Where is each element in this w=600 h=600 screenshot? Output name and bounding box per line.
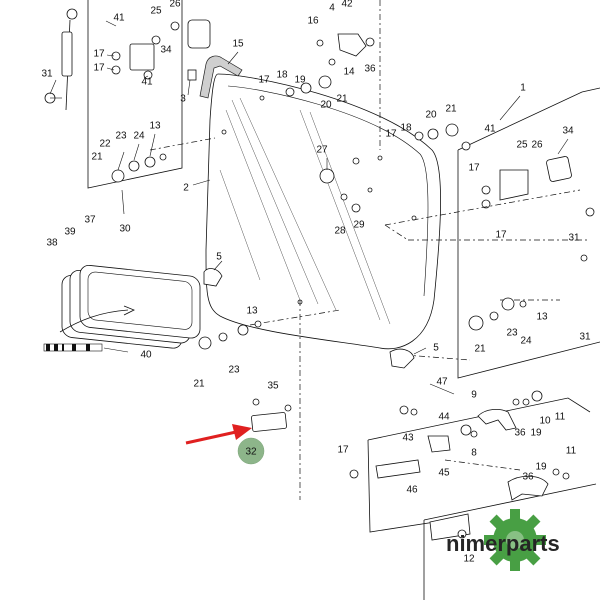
callout-label: 43 (402, 433, 414, 444)
callout-label: 11 (566, 446, 577, 457)
callout-label: 31 (41, 69, 53, 80)
callout-label: 12 (463, 554, 475, 565)
callout-label: 23 (115, 131, 127, 142)
callout-label: 31 (568, 233, 580, 244)
callout-label: 17 (468, 163, 480, 174)
callout-label: 39 (64, 227, 76, 238)
callout-label: 21 (91, 152, 103, 163)
callout-label: 23 (506, 328, 518, 339)
callout-label: 40 (140, 350, 152, 361)
callout-label: 42 (341, 0, 353, 10)
callout-label: 44 (438, 412, 450, 423)
callout-label: 19 (535, 462, 547, 473)
callout-label: 15 (232, 39, 244, 50)
leader-lines (49, 20, 569, 395)
callout-label: 5 (216, 252, 222, 263)
callout-label: 19 (530, 428, 542, 439)
callout-label: 25 (516, 140, 528, 151)
frame-lower-right (423, 483, 597, 600)
callout-label: 23 (228, 365, 240, 376)
rear-window-assembly (59, 265, 201, 349)
callout-label: 10 (539, 416, 551, 427)
callout-label: 35 (267, 381, 279, 392)
frame-right-door (457, 87, 600, 379)
callout-label: 30 (119, 224, 131, 235)
small-parts (111, 19, 595, 541)
callout-label: 41 (484, 124, 496, 135)
callout-label: 46 (406, 485, 418, 496)
callout-label: 26 (169, 0, 181, 10)
callout-label: 17 (385, 129, 397, 140)
callout-32: 32 (245, 447, 257, 458)
frame-lower-latch (367, 397, 591, 533)
callout-label: 8 (471, 448, 477, 459)
callout-label: 9 (471, 390, 477, 401)
callout-label: 47 (436, 377, 448, 388)
callout-label: 13 (536, 312, 548, 323)
callout-label: 2 (183, 183, 189, 194)
callout-label: 13 (246, 306, 258, 317)
guide-lines (149, 0, 590, 500)
callout-label: 16 (307, 16, 319, 27)
scale-strip (43, 343, 129, 353)
callout-label: 24 (133, 131, 145, 142)
callout-label: 34 (160, 45, 172, 56)
callout-label: 38 (46, 238, 58, 249)
callout-label: 41 (141, 77, 153, 88)
callout-label: 37 (84, 215, 96, 226)
callout-label: 22 (99, 139, 111, 150)
callout-label: 36 (364, 64, 376, 75)
callout-label: 29 (353, 220, 365, 231)
callout-label: 17 (495, 230, 507, 241)
callout-label: 21 (474, 344, 486, 355)
callout-label: 21 (336, 94, 348, 105)
callout-label: 41 (113, 13, 125, 24)
callout-label: 21 (445, 104, 457, 115)
callout-label: 17 (93, 49, 105, 60)
seal-strip (199, 55, 243, 99)
callout-label: 36 (514, 428, 526, 439)
gear-icon (484, 509, 546, 571)
callout-label: 17 (337, 445, 349, 456)
callout-label: 26 (531, 140, 543, 151)
callout-label: 20 (320, 100, 332, 111)
glass-door (205, 73, 441, 350)
gas-strut-left (44, 8, 78, 111)
frame-left-bracket-group (87, 0, 183, 215)
callout-label: 18 (276, 70, 288, 81)
callout-label: 5 (433, 343, 439, 354)
watermark-brand: nimerparts (446, 531, 560, 556)
highlight-marker: 32 (237, 437, 265, 465)
callout-label: 14 (343, 67, 355, 78)
callout-label: 13 (149, 121, 161, 132)
callout-label: 1 (520, 83, 526, 94)
highlight-arrow (185, 424, 252, 445)
callout-label: 24 (520, 336, 532, 347)
callout-label: 34 (562, 126, 574, 137)
callout-label: 19 (294, 75, 306, 86)
callout-labels: 41 25 26 17 17 34 41 3 31 15 13 23 24 22… (41, 0, 591, 565)
callout-label: 31 (579, 332, 591, 343)
callout-label: 28 (334, 226, 346, 237)
callout-label: 11 (555, 412, 566, 423)
callout-label: 18 (400, 123, 412, 134)
callout-label: 27 (316, 145, 328, 156)
callout-label: 17 (93, 63, 105, 74)
hinge-bracket-right (481, 156, 572, 209)
callout-label: 4 (329, 3, 335, 14)
callout-label: 36 (522, 472, 534, 483)
nimerparts-watermark: nimerparts (446, 509, 560, 571)
callout-label: 45 (438, 468, 450, 479)
callout-label: 17 (258, 75, 270, 86)
callout-label: 3 (180, 94, 186, 105)
callout-label: 20 (425, 110, 437, 121)
callout-label: 21 (193, 379, 205, 390)
callout-label: 25 (150, 6, 162, 17)
